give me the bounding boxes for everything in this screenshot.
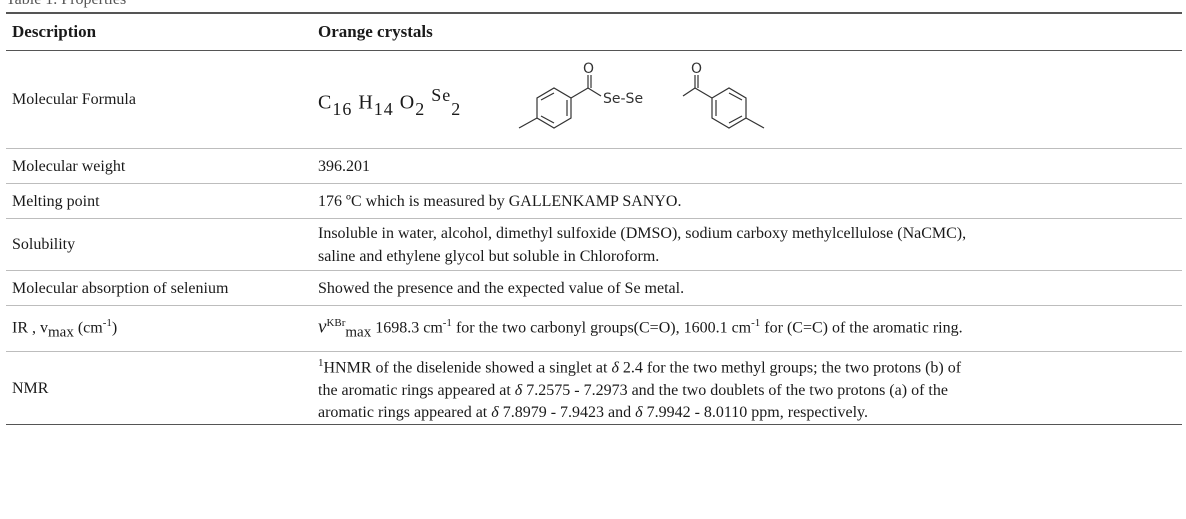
- table-row: Molecular Formula C16 H14 O2 Se2: [6, 51, 1182, 149]
- header-value: Orange crystals: [318, 22, 433, 41]
- row-label: IR , vmax (cm-1): [12, 317, 118, 341]
- table-row: Solubility Insoluble in water, alcohol, …: [6, 219, 1182, 271]
- table-row: Molecular absorption of selenium Showed …: [6, 271, 1182, 306]
- properties-table: Description Orange crystals Molecular Fo…: [6, 12, 1182, 425]
- svg-text:O: O: [583, 62, 594, 77]
- header-description: Description: [12, 22, 97, 41]
- row-label: NMR: [12, 379, 49, 397]
- table-caption: Table 1. Properties: [6, 0, 126, 9]
- row-value: Showed the presence and the expected val…: [318, 279, 685, 297]
- table-row: IR , vmax (cm-1) vKBrmax 1698.3 cm-1 for…: [6, 306, 1182, 352]
- chemical-structure-diagram: O O Se-Se Se: [518, 62, 765, 129]
- row-label: Solubility: [12, 236, 76, 253]
- row-label: Molecular Formula: [12, 91, 136, 108]
- row-value: Insoluble in water, alcohol, dimethyl su…: [304, 219, 1182, 271]
- solubility-line: Insoluble in water, alcohol, dimethyl su…: [318, 224, 967, 242]
- table-row: NMR 1HNMR of the diselenide showed a sin…: [6, 352, 1182, 425]
- table-row: Melting point 176 ºC which is measured b…: [6, 184, 1182, 219]
- row-label: Melting point: [12, 192, 100, 210]
- table-header-row: Description Orange crystals: [6, 13, 1182, 51]
- row-label: Molecular absorption of selenium: [12, 279, 229, 297]
- row-label: Molecular weight: [12, 157, 126, 175]
- table-row: Molecular weight 396.201: [6, 149, 1182, 184]
- solubility-line: saline and ethylene glycol but soluble i…: [318, 247, 660, 265]
- row-value: 396.201: [318, 157, 370, 175]
- molecular-formula: C16 H14 O2 Se2: [318, 85, 462, 119]
- row-value: 1HNMR of the diselenide showed a singlet…: [318, 357, 962, 421]
- row-value: 176 ºC which is measured by GALLENKAMP S…: [318, 192, 682, 210]
- row-value: vKBrmax 1698.3 cm-1 for the two carbonyl…: [318, 316, 963, 341]
- svg-text:Se-Se: Se-Se: [603, 91, 643, 107]
- row-value: C16 H14 O2 Se2: [304, 51, 1182, 149]
- svg-text:O: O: [691, 62, 702, 77]
